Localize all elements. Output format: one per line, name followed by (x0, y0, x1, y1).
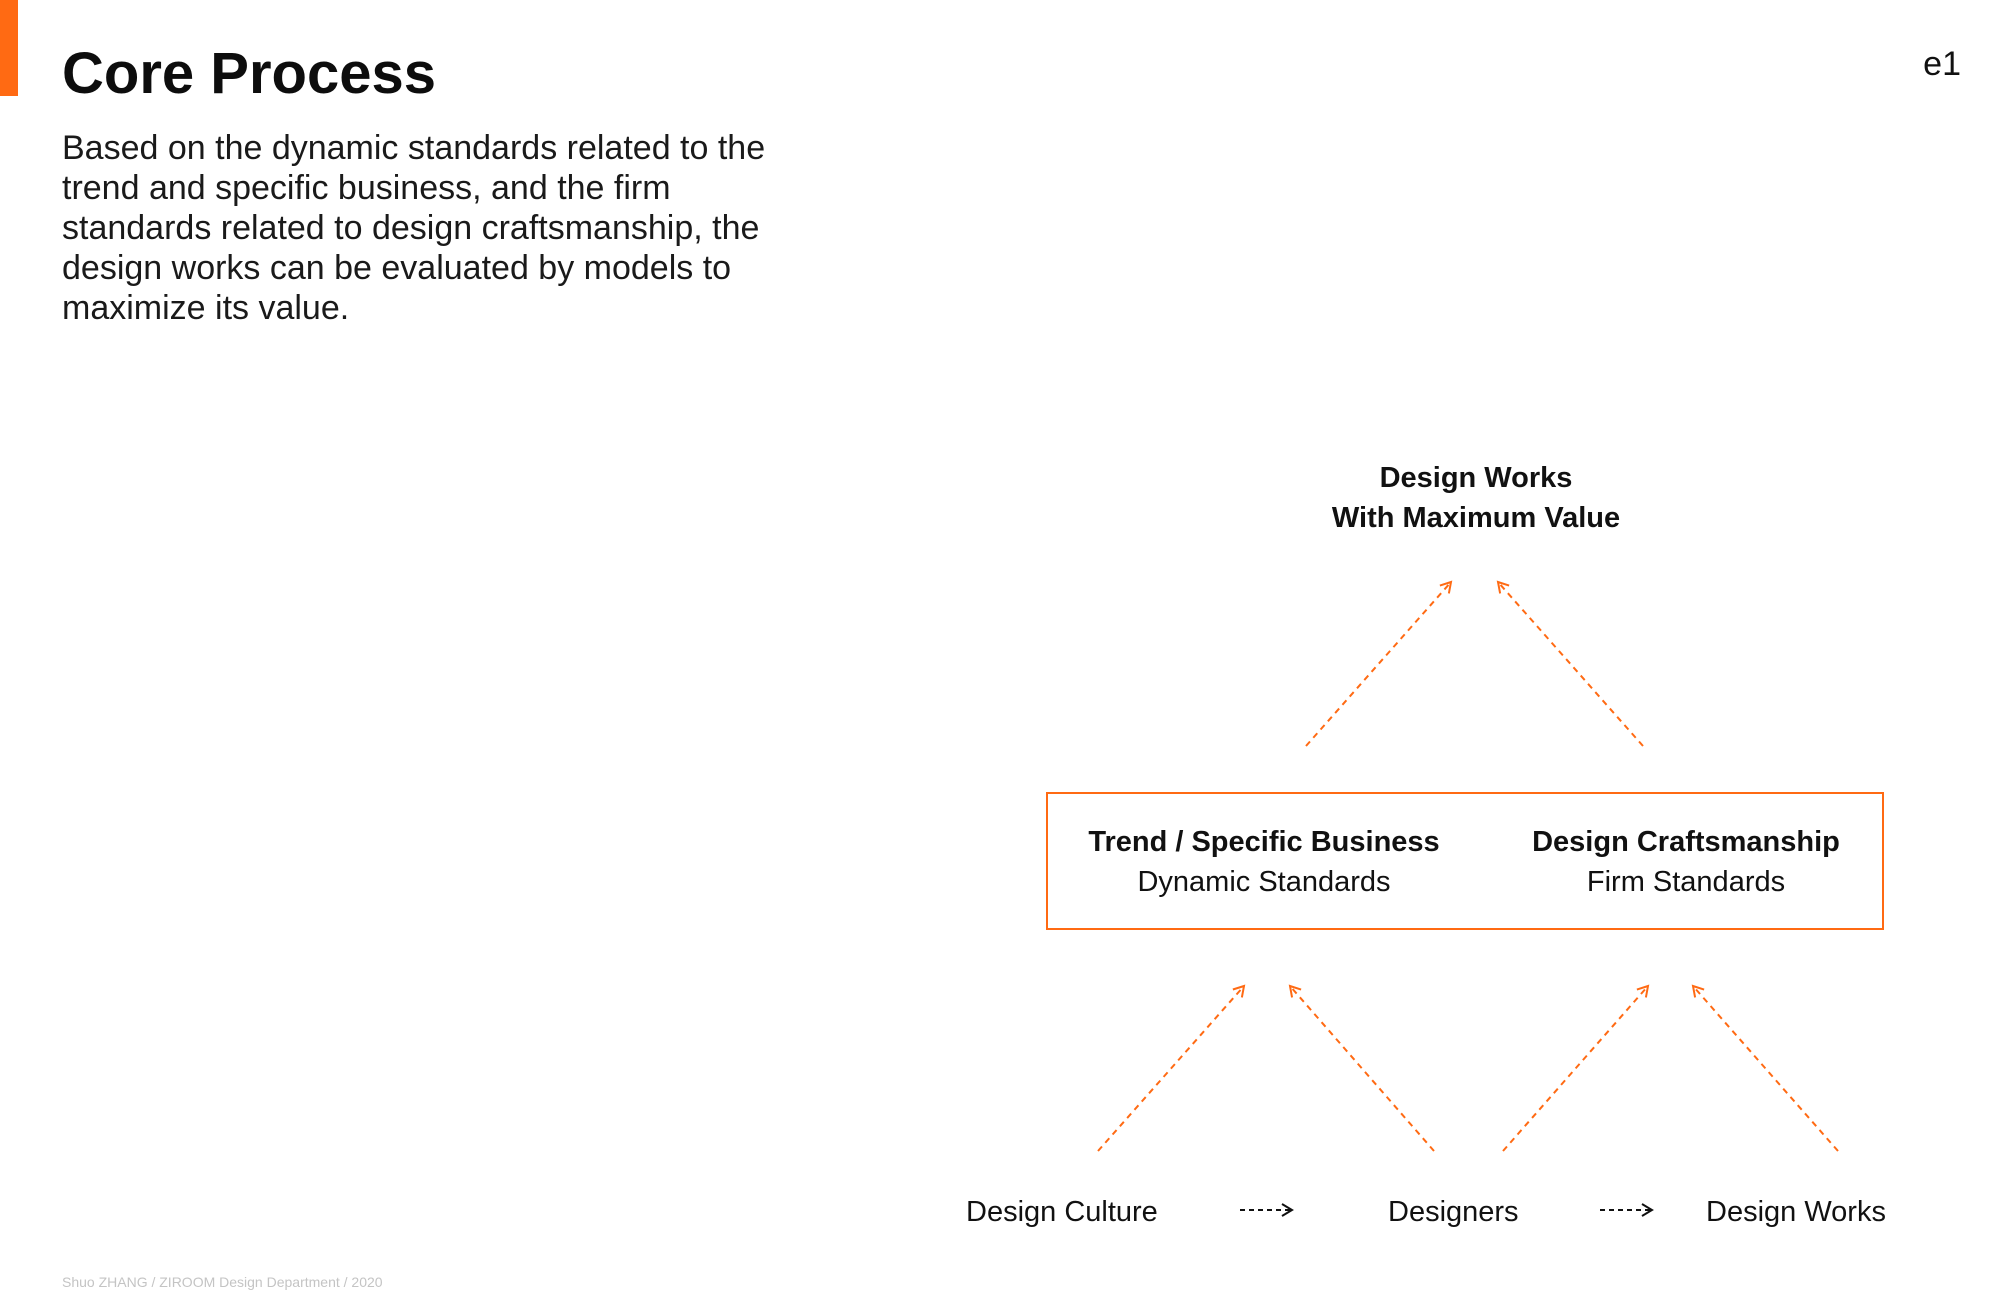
standard-dynamic-subtitle: Dynamic Standards (1137, 866, 1391, 898)
accent-bar (0, 0, 18, 96)
bottom-node-designers: Designers (1388, 1196, 1519, 1228)
standard-dynamic: Trend / Specific Business Dynamic Standa… (1064, 822, 1464, 902)
page-number: e1 (1923, 45, 1961, 83)
arrow-lower-3 (1502, 984, 1650, 1152)
arrow-lower-2 (1288, 984, 1435, 1152)
arrow-lower-4 (1691, 984, 1839, 1152)
standard-dynamic-title: Trend / Specific Business (1088, 826, 1440, 858)
footer-credit: Shuo ZHANG / ZIROOM Design Department / … (62, 1274, 383, 1290)
standard-firm-title: Design Craftsmanship (1532, 826, 1840, 858)
arrow-upper-left (1305, 580, 1453, 747)
standard-firm: Design Craftsmanship Firm Standards (1486, 822, 1886, 902)
bottom-node-design-culture: Design Culture (966, 1196, 1158, 1228)
top-node-line-2: With Maximum Value (1331, 502, 1621, 534)
page-description: Based on the dynamic standards related t… (62, 129, 766, 327)
arrow-lower-1 (1097, 984, 1246, 1152)
bottom-node-design-works: Design Works (1706, 1196, 1886, 1228)
top-node-line-1: Design Works (1379, 462, 1573, 494)
top-node-design-works: Design Works With Maximum Value (1276, 458, 1676, 538)
standard-firm-subtitle: Firm Standards (1586, 866, 1786, 898)
standards-box (1046, 792, 1884, 930)
page-title: Core Process (62, 41, 436, 106)
arrow-upper-right (1496, 580, 1644, 747)
